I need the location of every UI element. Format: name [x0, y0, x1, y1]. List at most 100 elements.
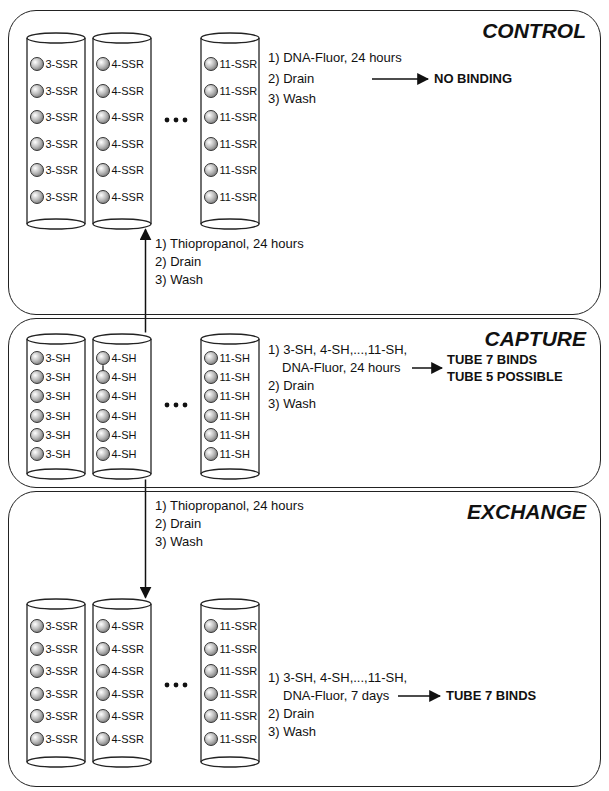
bead-label: 11-SH [220, 371, 250, 383]
step-note: 3) Wash [155, 534, 203, 550]
bead-label: 3-SSR [46, 688, 78, 700]
resin-bead [204, 351, 218, 365]
resin-bead [204, 57, 218, 71]
bead-label: 3-SH [46, 352, 71, 364]
resin-bead [30, 619, 44, 633]
bead-row: 4-SSR [96, 137, 144, 151]
bead-row: 11-SSR [204, 732, 258, 746]
bead-row: 4-SSR [96, 57, 144, 71]
bead-label: 4-SSR [112, 111, 144, 123]
resin-bead [204, 709, 218, 723]
resin-bead [30, 137, 44, 151]
tube-contents: 3-SSR3-SSR3-SSR3-SSR3-SSR3-SSR [26, 32, 86, 230]
test-tube: 11-SSR11-SSR11-SSR11-SSR11-SSR11-SSR [200, 32, 260, 230]
resin-bead [30, 447, 44, 461]
step-note: 3) Wash [268, 91, 316, 107]
test-tube: 11-SH 11-SH 11-SH 11-SH 11-SH 11-SH [200, 333, 260, 480]
resin-bead [204, 732, 218, 746]
tube-contents: 3-SH3-SH3-SH3-SH3-SH3-SH [26, 333, 86, 480]
bead-label: 11-SSR [220, 111, 258, 123]
bead-label: 4-SSR [112, 164, 144, 176]
resin-bead [96, 709, 110, 723]
resin-bead [96, 137, 110, 151]
step-note: 2) Drain [155, 516, 201, 532]
resin-bead [30, 428, 44, 442]
resin-bead [204, 137, 218, 151]
resin-bead [96, 351, 110, 365]
bead-row: 4-SH [96, 351, 137, 365]
step-note: 2) Drain [268, 71, 314, 87]
panel-title: CONTROL [482, 19, 586, 43]
bead-label: 3-SSR [46, 58, 78, 70]
resin-bead [30, 370, 44, 384]
bead-row: 3-SSR [30, 709, 78, 723]
resin-bead [204, 428, 218, 442]
bead-row: 11-SH [204, 351, 250, 365]
resin-bead [96, 409, 110, 423]
resin-bead [96, 163, 110, 177]
bead-label: 3-SSR [46, 733, 78, 745]
resin-bead [30, 732, 44, 746]
bead-label: 4-SH [112, 390, 137, 402]
step-note: 1) 3-SH, 4-SH,...,11-SH, [268, 342, 407, 358]
result-note: NO BINDING [434, 71, 512, 87]
step-note: 3) Wash [268, 396, 316, 412]
bead-row: 4-SSR [96, 732, 144, 746]
resin-bead [96, 389, 110, 403]
bead-label: 3-SH [46, 390, 71, 402]
resin-bead [204, 190, 218, 204]
result-note: TUBE 7 BINDS [447, 352, 537, 368]
bead-label: 4-SH [112, 410, 137, 422]
resin-bead [30, 687, 44, 701]
resin-bead [96, 732, 110, 746]
bead-row: 3-SSR [30, 619, 78, 633]
bead-row: 11-SH [204, 389, 250, 403]
bead-row: 11-SH [204, 409, 250, 423]
resin-bead [30, 163, 44, 177]
step-note: DNA-Fluor, 24 hours [282, 360, 401, 376]
bead-row: 4-SSR [96, 190, 144, 204]
bead-label: 11-SSR [220, 665, 258, 677]
resin-bead [96, 664, 110, 678]
resin-bead [96, 447, 110, 461]
bead-label: 3-SSR [46, 620, 78, 632]
bead-label: 3-SSR [46, 138, 78, 150]
bead-label: 3-SSR [46, 85, 78, 97]
resin-bead [204, 110, 218, 124]
bead-row: 11-SSR [204, 642, 258, 656]
bead-label: 11-SH [220, 429, 250, 441]
bead-label: 11-SH [220, 448, 250, 460]
bead-row: 11-SH [204, 370, 250, 384]
resin-bead [96, 619, 110, 633]
bead-label: 3-SH [46, 448, 71, 460]
bead-row: 4-SSR [96, 110, 144, 124]
step-note: 1) Thiopropanol, 24 hours [155, 498, 304, 514]
resin-bead [96, 428, 110, 442]
bead-row: 3-SSR [30, 57, 78, 71]
bead-row: 11-SSR [204, 110, 258, 124]
bead-row: 11-SSR [204, 57, 258, 71]
bead-row: 4-SSR [96, 687, 144, 701]
bead-row: 11-SSR [204, 163, 258, 177]
resin-bead [96, 642, 110, 656]
resin-bead [204, 163, 218, 177]
bead-label: 3-SSR [46, 111, 78, 123]
tube-contents: 4-SSR4-SSR4-SSR4-SSR4-SSR4-SSR [92, 32, 152, 230]
panel-title: EXCHANGE [467, 500, 586, 524]
bead-label: 4-SSR [112, 191, 144, 203]
bead-row: 11-SSR [204, 619, 258, 633]
bead-row: 3-SH [30, 370, 71, 384]
step-note: 3) Wash [268, 724, 316, 740]
test-tube: 11-SSR11-SSR11-SSR11-SSR11-SSR11-SSR [200, 598, 260, 768]
bead-label: 11-SSR [220, 733, 258, 745]
bead-label: 4-SH [112, 429, 137, 441]
bead-row: 4-SSR [96, 163, 144, 177]
tube-contents: 4-SH4-SH4-SH4-SH4-SH4-SH [92, 333, 152, 480]
bead-label: 11-SSR [220, 643, 258, 655]
resin-bead [30, 57, 44, 71]
bead-row: 4-SSR [96, 619, 144, 633]
tube-contents: 11-SSR11-SSR11-SSR11-SSR11-SSR11-SSR [200, 32, 260, 230]
bead-label: 4-SH [112, 371, 137, 383]
bead-row: 3-SSR [30, 84, 78, 98]
resin-bead [204, 447, 218, 461]
